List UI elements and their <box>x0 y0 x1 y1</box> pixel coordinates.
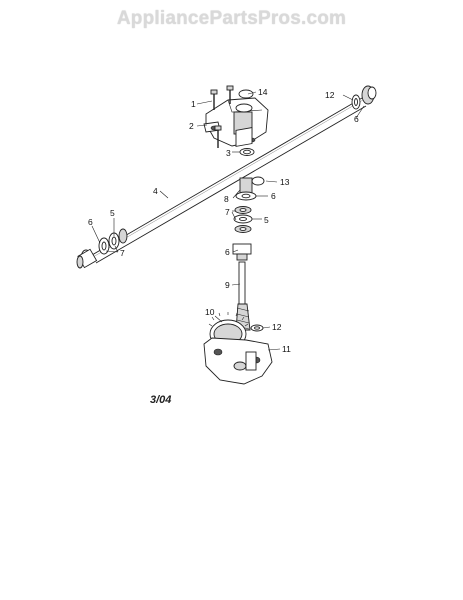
left-washers <box>98 228 128 255</box>
callout-12-top: 12 <box>325 90 335 100</box>
vertical-stack <box>232 127 265 261</box>
callout-1: 1 <box>191 99 196 109</box>
callout-6-left: 6 <box>88 217 93 227</box>
axle-shaft <box>91 97 367 264</box>
callout-5-mid: 5 <box>264 215 269 225</box>
lower-gear-housing <box>203 312 273 385</box>
date-code: 3/04 <box>150 394 172 406</box>
callout-11: 11 <box>282 344 291 354</box>
callout-7-mid: 7 <box>225 207 230 217</box>
leader-lines <box>91 91 365 351</box>
callout-14: 14 <box>258 87 268 97</box>
callout-6-top-right: 6 <box>354 114 359 124</box>
callout-9: 9 <box>225 280 230 290</box>
callout-12-lower: 12 <box>272 322 282 332</box>
callout-10: 10 <box>205 307 215 317</box>
left-hub <box>76 248 98 269</box>
callout-4: 4 <box>153 186 158 196</box>
upper-housing <box>203 97 269 147</box>
callout-5-left: 5 <box>110 208 115 218</box>
callout-8: 8 <box>224 194 229 204</box>
callout-2: 2 <box>189 121 194 131</box>
callout-3: 3 <box>226 148 231 158</box>
callout-7-left: 7 <box>120 248 125 258</box>
housing-bolts <box>210 85 254 148</box>
right-hub <box>351 85 377 110</box>
callout-6-mid-lower: 6 <box>225 247 230 257</box>
callout-6-mid-upper: 6 <box>271 191 276 201</box>
worm-shaft <box>235 261 251 331</box>
callout-13: 13 <box>280 177 290 187</box>
watermark: AppliancePartsPros.com <box>116 8 347 29</box>
